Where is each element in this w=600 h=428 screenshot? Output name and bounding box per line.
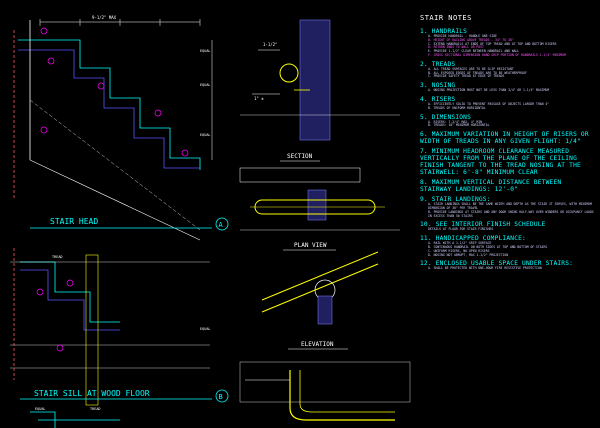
- tread-label-2: TREAD: [90, 407, 101, 411]
- equal-label-4: EQUAL: [200, 327, 211, 331]
- stair-head-marker-label: A: [219, 221, 224, 229]
- note-section: 8. MAXIMUM VERTICAL DISTANCE BETWEEN STA…: [420, 179, 596, 193]
- tread-label-1: TREAD: [52, 255, 63, 259]
- note-line: A. STAIR LANDINGS SHALL BE THE SAME WIDT…: [428, 202, 592, 210]
- note-line: A. NOSING PROJECTION MUST NOT BE LESS TH…: [428, 88, 550, 93]
- handrail-section-detail: [252, 19, 331, 141]
- stair-section-left: [13, 20, 201, 241]
- callout-bubbles: [40, 27, 189, 157]
- wall-dim-label: 1" ±: [254, 96, 264, 101]
- equal-label-5: EQUAL: [35, 407, 46, 411]
- note-line: B. CONTINUOUS HANDRAIL ON BOTH SIDES AT …: [428, 244, 548, 249]
- note-heading: 8. MAXIMUM VERTICAL DISTANCE BETWEEN STA…: [420, 179, 562, 194]
- note-line: A. RAIL WITH A 1-1/2" GRIP SURFACE: [428, 241, 492, 246]
- note-line: E. PROVIDE 1-1/2" CLEAR BETWEEN HANDRAIL…: [428, 49, 520, 54]
- stair-sill-marker: [215, 389, 229, 403]
- elevation-label: ELEVATION: [301, 341, 334, 348]
- note-line: A. ALL TREAD SURFACES ARE TO BE SLIP RES…: [428, 66, 514, 71]
- stair-notes-title: STAIR NOTES: [420, 14, 472, 22]
- plan-view-label: PLAN VIEW: [294, 242, 327, 249]
- note-line: A. EFFICIENTLY SOLID TO PREVENT PASSAGE …: [428, 101, 550, 106]
- note-line: B. PROVIDE LANDINGS AT STAIRS AND ANY DO…: [428, 209, 594, 218]
- note-line: C. UNIFORM RISERS, NO OPEN RISERS: [428, 248, 490, 253]
- bottom-rail-detail: [239, 361, 411, 421]
- note-heading: 5. DIMENSIONS: [420, 113, 472, 121]
- note-section: 12. ENCLOSED USABLE SPACE UNDER STAIRS:A…: [420, 260, 596, 271]
- note-heading: 6. MAXIMUM VARIATION IN HEIGHT OF RISERS…: [420, 131, 589, 146]
- note-heading: 10. SEE INTERIOR FINISH SCHEDULE: [420, 221, 546, 229]
- elevation-detail: [261, 251, 379, 325]
- note-line: D. NOSING NOT ABRUPT, MAX 1-1/2" PROJECT…: [428, 252, 509, 257]
- note-section: 7. MINIMUM HEADROOM CLEARANCE MEASURED V…: [420, 148, 596, 176]
- stair-sill-section: [10, 248, 210, 406]
- equal-label-3: EQUAL: [200, 133, 211, 137]
- section-label: SECTION: [287, 153, 313, 160]
- note-heading: 4. RISERS: [420, 95, 456, 103]
- stair-head-marker: [215, 217, 229, 231]
- note-line: A. SHALL BE PROTECTED WITH ONE-HOUR FIRE…: [428, 266, 542, 271]
- note-heading: 2. TREADS: [420, 60, 456, 68]
- equal-label-2: EQUAL: [200, 83, 211, 87]
- note-heading: 3. NOSING: [420, 82, 456, 90]
- note-section: 6. MAXIMUM VARIATION IN HEIGHT OF RISERS…: [420, 131, 596, 145]
- note-heading: 11. HANDICAPPED COMPLIANCE:: [420, 235, 526, 243]
- note-line: A. PROVIDE HANDRAIL - HANDLE ONE SIDE: [428, 34, 497, 38]
- dim-top-label: 9-1/2" MAX: [92, 15, 117, 20]
- size-dim-label: 1-1/2": [263, 42, 277, 47]
- note-heading: 1. HANDRAILS: [420, 28, 468, 35]
- note-line: C. EXTEND HANDRAILS AT ENDS OF TOP TREAD…: [428, 41, 557, 46]
- note-heading: 12. ENCLOSED USABLE SPACE UNDER STAIRS:: [420, 260, 574, 268]
- note-heading: 7. MINIMUM HEADROOM CLEARANCE MEASURED V…: [420, 148, 581, 177]
- equal-label-1: EQUAL: [200, 49, 211, 53]
- note-line: C. PROVIDE SAFETY TREAD AT EDGE OF TREAD…: [428, 74, 505, 79]
- stair-sill-title: STAIR SILL AT WOOD FLOOR: [34, 389, 150, 398]
- note-section: 9. STAIR LANDINGS:A. STAIR LANDINGS SHAL…: [420, 196, 596, 218]
- note-line: D. RETURN ENDS TO WALL OR POST: [428, 45, 484, 50]
- note-line: DETAILS AT FLOOR FOR STAIR FINISHES: [428, 227, 494, 232]
- note-section: 11. HANDICAPPED COMPLIANCE:A. RAIL WITH …: [420, 235, 596, 257]
- plan-view-detail: [239, 167, 385, 221]
- note-line: B. TREADS OF UNIFORM HORIZONTAL: [428, 105, 486, 110]
- note-heading: 9. STAIR LANDINGS:: [420, 196, 491, 204]
- dimension-lines-top: [39, 19, 213, 160]
- note-line: F. CROSS SECTIONAL DIMENSION HAND GRIP P…: [428, 52, 566, 57]
- note-line: B. TREADS: 10" MINIMUM HORIZONTAL: [428, 123, 490, 128]
- note-line: B. ALL EXPOSED EDGES OF TREADS ARE TO BE…: [428, 70, 527, 75]
- note-line: B. HEIGHT OF RAILING ABOVE TREADS - 34" …: [428, 37, 514, 42]
- note-line: A. RISERS: 7-3/4" MAX, 4" MIN: [428, 119, 483, 124]
- stair-head-title: STAIR HEAD: [50, 217, 98, 226]
- stair-sill-marker-label: B: [219, 393, 223, 401]
